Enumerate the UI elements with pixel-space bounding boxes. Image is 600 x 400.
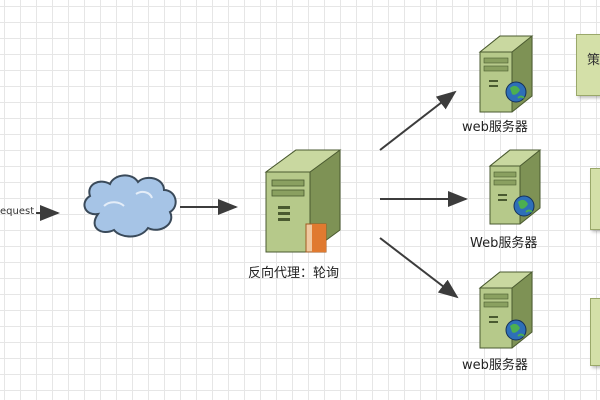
request-label: equest bbox=[0, 206, 35, 217]
web-server-2-label: Web服务器 bbox=[470, 236, 538, 251]
web-server-3-label: web服务器 bbox=[462, 358, 528, 373]
strategy-note-text: 策 bbox=[587, 53, 600, 68]
proxy-label: 反向代理：轮询 bbox=[248, 266, 340, 281]
proxy-to-server1-arrow bbox=[379, 90, 457, 151]
strategy-note-3 bbox=[590, 298, 600, 366]
web-server-1-label: web服务器 bbox=[462, 120, 528, 135]
strategy-note-2 bbox=[590, 168, 600, 230]
proxy-to-server3-arrow bbox=[379, 237, 459, 299]
strategy-note-1: 策 bbox=[576, 34, 600, 96]
